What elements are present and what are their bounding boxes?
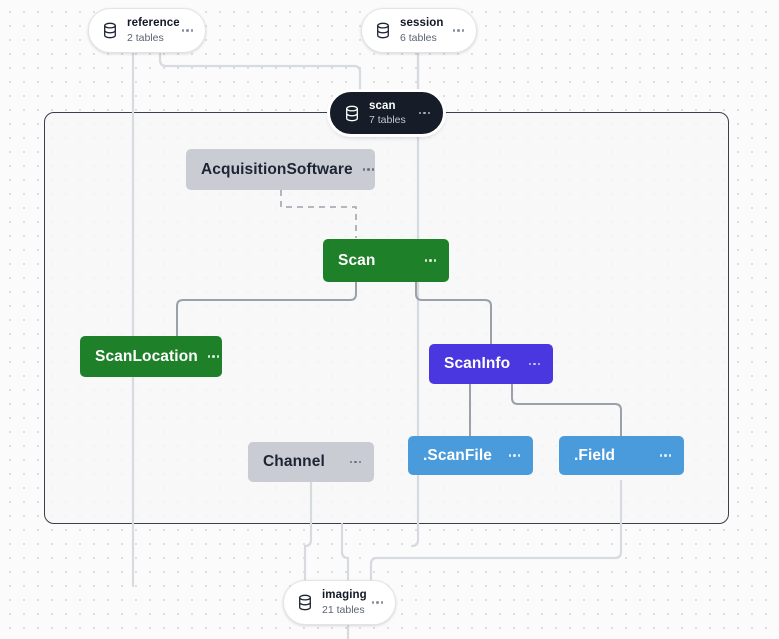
edge-scanfile-imaging <box>340 522 350 582</box>
table-label: AcquisitionSoftware <box>201 160 353 178</box>
schema-name: session <box>400 17 444 30</box>
schema-node-scan[interactable]: scan 7 tables <box>330 92 443 134</box>
table-label: .ScanFile <box>423 446 492 464</box>
more-options-icon[interactable] <box>349 455 361 469</box>
more-options-icon[interactable] <box>371 596 383 610</box>
table-label: .Field <box>574 446 616 464</box>
database-icon <box>299 594 311 611</box>
more-options-icon[interactable] <box>207 350 220 364</box>
more-options-icon[interactable] <box>452 24 464 38</box>
more-options-icon[interactable] <box>418 106 430 120</box>
database-icon <box>377 22 389 39</box>
schema-name: imaging <box>322 589 367 602</box>
table-node-channel[interactable]: Channel <box>248 442 374 482</box>
schema-table-count: 2 tables <box>127 31 164 44</box>
more-options-icon[interactable] <box>362 163 375 177</box>
schema-node-session[interactable]: session 6 tables <box>361 8 477 53</box>
table-label: Channel <box>263 453 325 470</box>
more-options-icon[interactable] <box>659 449 671 463</box>
schema-table-count: 7 tables <box>369 114 406 127</box>
schema-table-count: 6 tables <box>400 31 437 44</box>
schema-name: scan <box>369 99 396 112</box>
schema-node-imaging[interactable]: imaging 21 tables <box>283 580 396 625</box>
more-options-icon[interactable] <box>424 254 436 268</box>
table-node-scaninfo[interactable]: ScanInfo <box>429 344 553 384</box>
table-label: ScanLocation <box>95 347 198 365</box>
table-node-scan[interactable]: Scan <box>323 239 449 282</box>
more-options-icon[interactable] <box>508 449 520 463</box>
edge-reference-scan <box>158 51 362 98</box>
database-icon <box>346 105 358 121</box>
more-options-icon[interactable] <box>181 24 193 38</box>
table-node-acquisitionsoftware[interactable]: AcquisitionSoftware <box>186 149 375 190</box>
table-node-scanfile[interactable]: .ScanFile <box>408 436 533 475</box>
schema-name: reference <box>127 17 180 30</box>
more-options-icon[interactable] <box>528 357 540 371</box>
schema-node-reference[interactable]: reference 2 tables <box>88 8 206 53</box>
database-icon <box>104 22 116 39</box>
table-label: ScanInfo <box>444 355 511 372</box>
table-node-field[interactable]: .Field <box>559 436 684 475</box>
schema-table-count: 21 tables <box>322 603 365 616</box>
table-node-scanlocation[interactable]: ScanLocation <box>80 336 222 377</box>
table-label: Scan <box>338 251 376 269</box>
